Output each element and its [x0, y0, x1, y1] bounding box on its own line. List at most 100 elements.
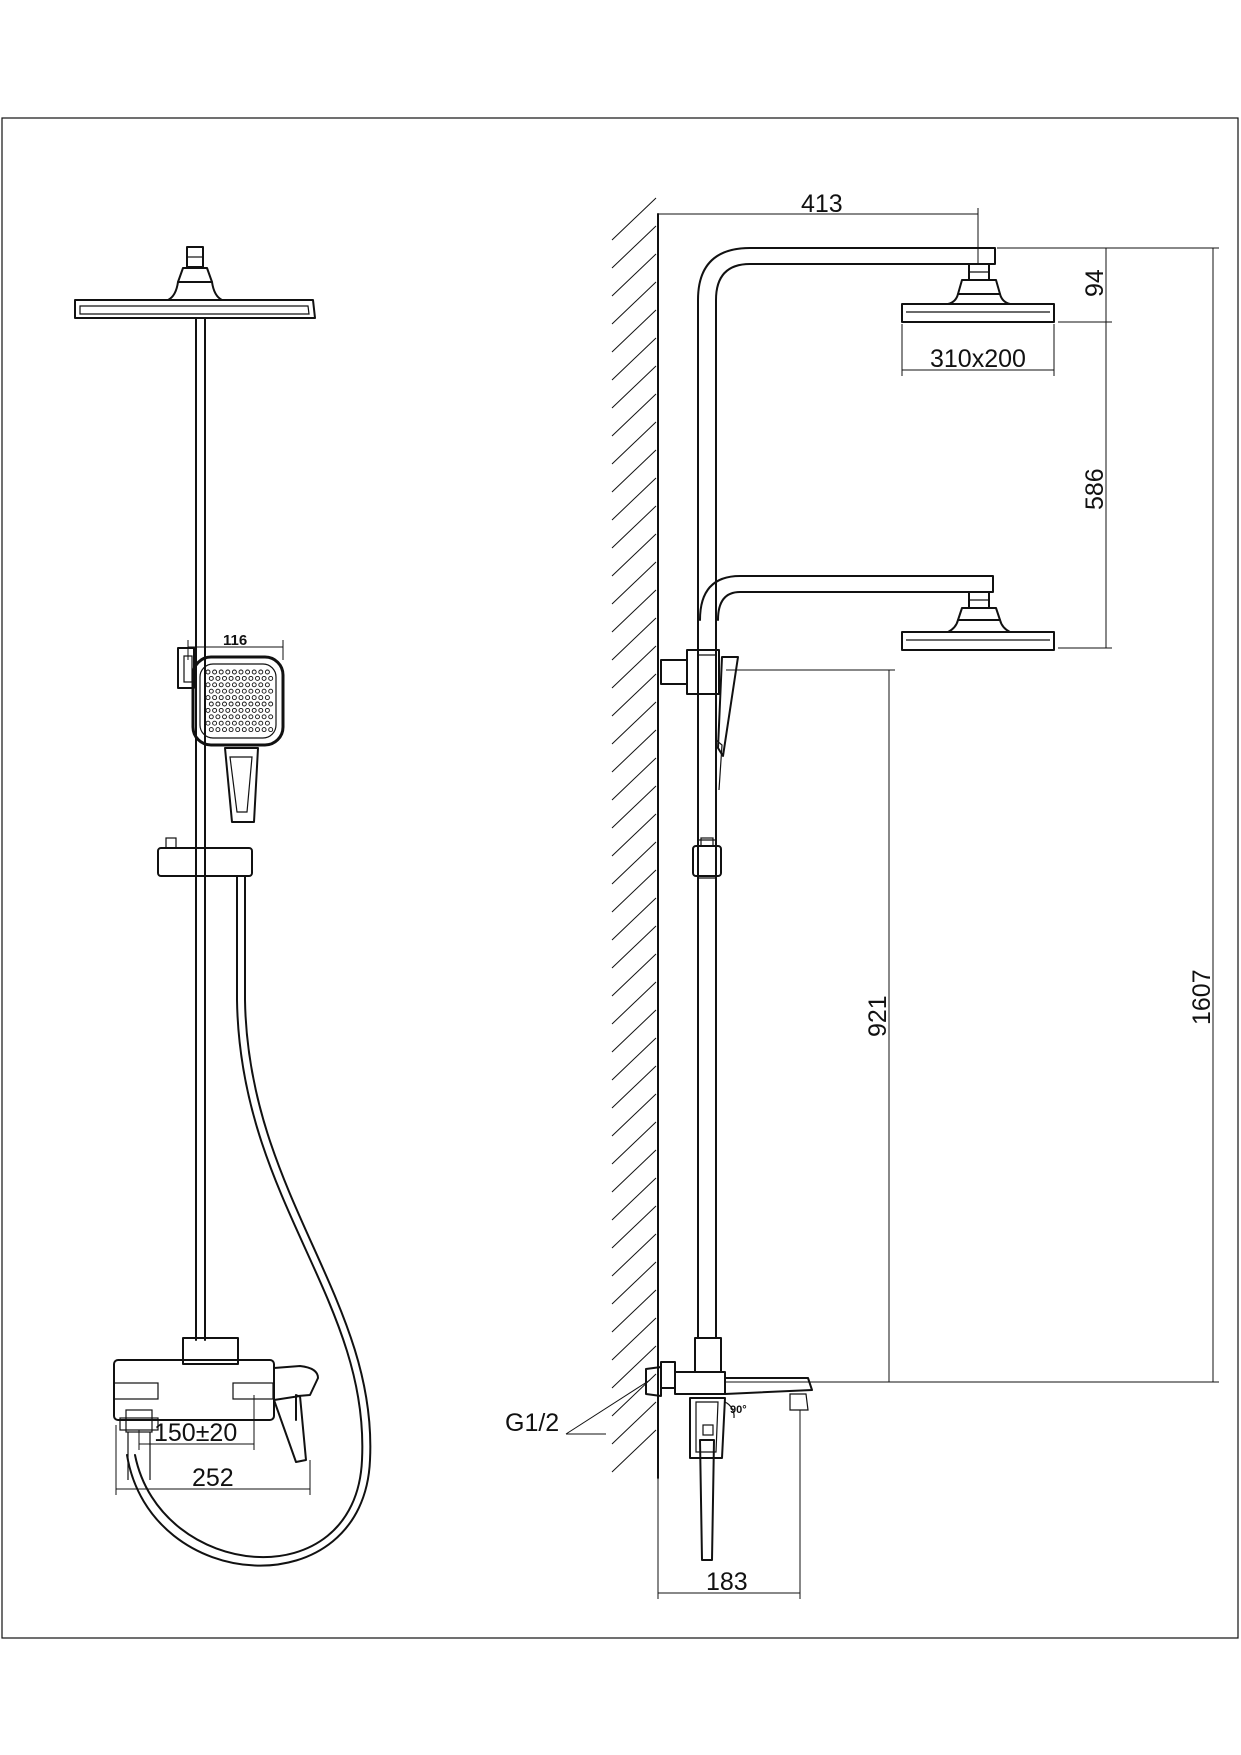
- nozzle-dot: [215, 727, 221, 733]
- nozzle-dot: [264, 669, 270, 675]
- nozzle-dot: [231, 707, 237, 713]
- nozzle-dot: [222, 688, 227, 694]
- hatch-line: [611, 589, 657, 633]
- nozzle-dot: [231, 720, 237, 726]
- hatch-line: [611, 1233, 657, 1277]
- nozzle-dot: [212, 669, 218, 675]
- nozzle-dot: [245, 707, 251, 713]
- wall-hatching: [611, 197, 657, 1473]
- hand-shower: [191, 655, 285, 823]
- nozzle-dot: [238, 695, 244, 701]
- nozzle-dot: [231, 695, 237, 701]
- sheet-border: [1, 117, 1239, 1639]
- nozzle-dot: [222, 675, 227, 681]
- nozzle-dot: [205, 695, 211, 701]
- dim-head-to-outlet-label: 921: [864, 995, 892, 1037]
- hatch-line: [611, 645, 657, 689]
- nozzle-dot: [235, 714, 241, 720]
- nozzle-dot: [261, 701, 267, 707]
- dim-handshower-width-label: 116: [223, 632, 247, 649]
- dim-height-adjust-label: 586: [1081, 468, 1109, 510]
- hatch-line: [611, 1009, 657, 1053]
- nozzle-dot: [225, 669, 231, 675]
- thread-label: G1/2: [505, 1409, 559, 1437]
- nozzle-dot: [251, 707, 257, 713]
- hatch-line: [611, 309, 657, 353]
- hatch-line: [611, 281, 657, 325]
- dim-inlet-centers: 150±20: [138, 1395, 255, 1450]
- hatch-line: [611, 1121, 657, 1165]
- nozzle-dot: [228, 688, 234, 694]
- hatch-line: [611, 1289, 657, 1333]
- nozzle-dot: [264, 720, 270, 726]
- nozzle-dot: [264, 695, 270, 701]
- dim-head-to-outlet: 921: [726, 669, 895, 1382]
- nozzle-dot: [248, 688, 254, 694]
- riser-pipe-front: [195, 317, 206, 1341]
- hatch-line: [611, 1065, 657, 1109]
- overhead-shower-head-front: [74, 246, 316, 319]
- nozzle-dot: [261, 688, 267, 694]
- nozzle-dot: [228, 727, 234, 733]
- nozzle-dot: [258, 669, 264, 675]
- side-view: 90° G1/2 413 310x200 94: [505, 190, 1219, 1599]
- hatch-line: [611, 925, 657, 969]
- hose: [126, 876, 372, 1567]
- hatch-line: [611, 505, 657, 549]
- hatch-line: [611, 225, 657, 269]
- dim-handshower-width: 116: [187, 632, 284, 660]
- nozzle-dot: [212, 707, 218, 713]
- hatch-line: [611, 617, 657, 661]
- nozzle-dot: [245, 720, 251, 726]
- nozzle-dot: [208, 675, 214, 681]
- hatch-line: [611, 477, 657, 521]
- nozzle-dot: [268, 727, 274, 733]
- nozzle-dot: [264, 682, 270, 688]
- nozzle-dot: [231, 669, 237, 675]
- nozzle-dot: [255, 688, 260, 694]
- dim-mixer-width: 252: [115, 1425, 311, 1495]
- hatch-line: [611, 897, 657, 941]
- nozzle-dot: [245, 669, 251, 675]
- nozzle-dot: [212, 695, 218, 701]
- hatch-line: [611, 981, 657, 1025]
- nozzle-dot: [225, 682, 231, 688]
- nozzle-dot: [241, 675, 247, 681]
- hatch-line: [611, 393, 657, 437]
- nozzle-dot: [241, 701, 247, 707]
- nozzle-dot: [205, 682, 211, 688]
- dim-arm-reach-label: 413: [801, 190, 843, 218]
- hatch-line: [611, 197, 657, 241]
- hatch-line: [611, 449, 657, 493]
- hatch-line: [611, 561, 657, 605]
- nozzle-dot: [235, 727, 241, 733]
- hatch-line: [611, 1177, 657, 1221]
- hatch-line: [611, 785, 657, 829]
- dim-head-height: 94: [997, 247, 1112, 323]
- nozzle-dot: [235, 701, 241, 707]
- nozzle-dot: [238, 720, 244, 726]
- nozzle-dot: [264, 707, 270, 713]
- nozzle-dot: [251, 720, 257, 726]
- nozzle-dot: [208, 727, 214, 733]
- nozzle-dot: [248, 714, 254, 720]
- front-view: 116 150±20 252: [74, 246, 372, 1567]
- dim-mixer-width-label: 252: [192, 1464, 234, 1492]
- nozzle-dot: [255, 714, 260, 720]
- nozzle-dot: [248, 701, 254, 707]
- mixer-body-front: [113, 1337, 319, 1480]
- hatch-line: [611, 701, 657, 745]
- spout-rotation-label: 90°: [730, 1404, 747, 1416]
- nozzle-dot: [218, 695, 224, 701]
- slide-bracket-front: [157, 837, 253, 877]
- dim-total-height: 1607: [726, 247, 1219, 1383]
- nozzle-dot: [222, 714, 227, 720]
- dim-head-size: 310x200: [901, 324, 1055, 376]
- hatch-line: [611, 1317, 657, 1361]
- nozzle-dot: [255, 727, 260, 733]
- hatch-line: [611, 673, 657, 717]
- overhead-shower-head-side-low: [699, 575, 1055, 651]
- nozzle-dot: [208, 688, 214, 694]
- dim-head-size-label: 310x200: [930, 345, 1026, 373]
